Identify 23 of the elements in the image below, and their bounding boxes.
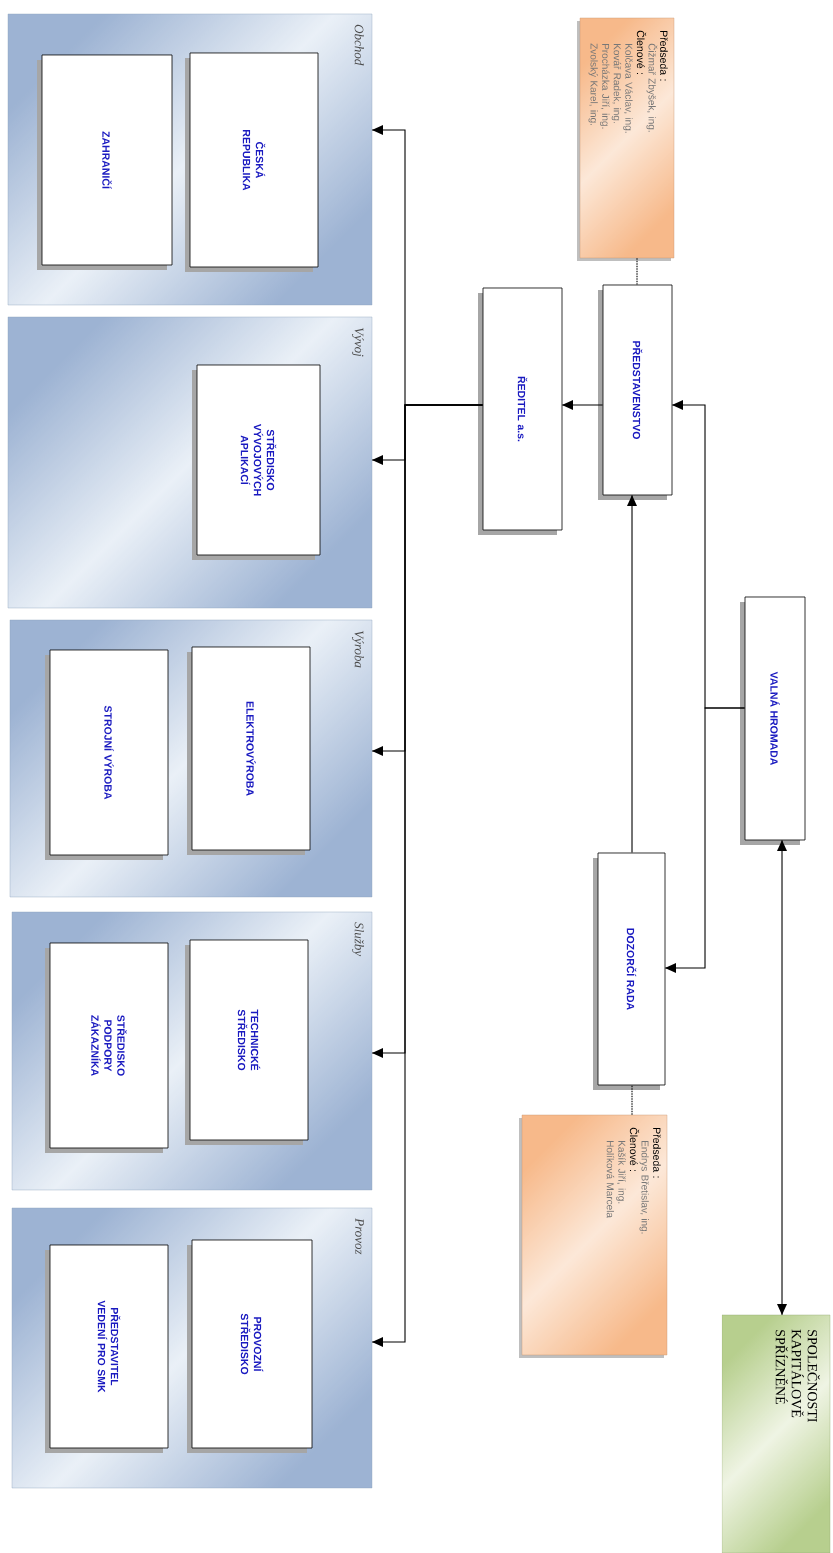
connector (636, 257, 638, 286)
group-box: SPOLEČNOSTI KAPITÁLOVĚ SPŘÍZNĚNÉ (721, 1314, 831, 1553)
unit-box: ZAHRANIČÍ (37, 54, 173, 270)
unit-box: STŘEDISKO VÝVOJOVÝCH APLIKACÍ (192, 364, 321, 560)
unit-box: PŘEDSTAVITEL VEDENÍ PRO SMK (45, 1244, 169, 1453)
unit-box: ŘEDITEL a.s. (478, 287, 563, 535)
connector (631, 1084, 633, 1116)
unit-box: PŘEDSTAVENSTVO (598, 284, 673, 500)
unit-box: TECHNICKÉ STŘEDISKO (185, 939, 309, 1145)
unit-box: PROVOZNÍ STŘEDISKO (187, 1239, 313, 1453)
unit-box: DOZORČÍ RADA (593, 852, 666, 1090)
info-card: Předseda : Čižmař Zbyšek, ing. Členové : Kolčava Václav, ing. Kovář Radek, ing. Procházka Jiří, ing. Zvolský Karel, ing. (577, 17, 675, 261)
unit-box: STROJNÍ VÝROBA (45, 649, 169, 860)
arrow (627, 494, 637, 854)
unit-box: ČESKÁ REPUBLIKA (185, 52, 319, 272)
unit-box: VALNÁ HROMADA (740, 596, 806, 845)
unit-box: ELEKTROVÝROBA (187, 646, 311, 855)
arrow (664, 707, 746, 973)
arrow (561, 400, 604, 410)
info-card: Předseda : Endrys Břetislav, ing. Členové : Kašík Jiří, ing. Holíková Marcela (519, 1114, 668, 1358)
arrow (371, 404, 484, 1347)
arrow (777, 839, 787, 1316)
unit-box: STŘEDISKO PODPORY ZÁKAZNÍKA (45, 942, 169, 1153)
